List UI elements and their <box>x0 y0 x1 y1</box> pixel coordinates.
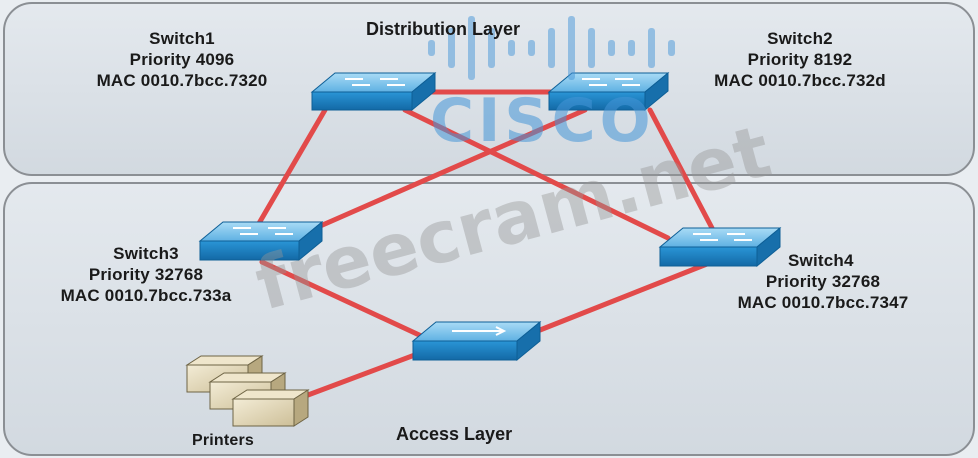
switch4-name: Switch4 <box>788 251 854 270</box>
links <box>255 89 715 401</box>
access-layer-title: Access Layer <box>396 424 513 444</box>
link-switch3-access <box>259 259 433 343</box>
switch4-priority: Priority 32768 <box>765 272 881 291</box>
switch3-label: Switch3 Priority 32768 MAC 0010.7bcc.733… <box>22 243 270 306</box>
distribution-layer-panel <box>3 2 975 176</box>
link-switch4-access <box>532 259 715 335</box>
link-switch1-switch3 <box>255 107 328 228</box>
printers-label: Printers <box>191 432 255 449</box>
cisco-logo-bars-watermark <box>428 16 675 80</box>
switch2-name: Switch2 <box>767 29 833 48</box>
switch3-name: Switch3 <box>113 244 179 263</box>
switch1-priority: Priority 4096 <box>129 50 235 69</box>
switch1-icon <box>310 71 437 112</box>
switch2-label: Switch2 Priority 8192 MAC 0010.7bcc.732d <box>676 28 924 91</box>
access-switch-icon <box>411 320 542 362</box>
distribution-layer-title: Distribution Layer <box>366 19 521 39</box>
link-switch2-switch3 <box>299 107 588 237</box>
switch1-label: Switch1 Priority 4096 MAC 0010.7bcc.7320 <box>58 28 306 91</box>
link-switch2-switch4 <box>647 107 715 231</box>
switch1-mac: MAC 0010.7bcc.7320 <box>96 71 268 90</box>
switch4-icon <box>658 226 782 268</box>
switch2-icon <box>547 71 670 112</box>
cisco-watermark: CISCO <box>430 86 655 156</box>
switch3-mac: MAC 0010.7bcc.733a <box>60 286 232 305</box>
printers-icon <box>185 355 310 427</box>
switch2-priority: Priority 8192 <box>747 50 853 69</box>
switch2-mac: MAC 0010.7bcc.732d <box>714 71 886 90</box>
link-switch1-switch4 <box>402 107 671 241</box>
switch3-icon <box>198 220 324 262</box>
link-access-printers <box>297 347 431 401</box>
switch4-label: Switch4 Priority 32768 MAC 0010.7bcc.734… <box>698 250 948 313</box>
switch3-priority: Priority 32768 <box>88 265 204 284</box>
switch4-mac: MAC 0010.7bcc.7347 <box>737 293 909 312</box>
switch1-name: Switch1 <box>149 29 215 48</box>
